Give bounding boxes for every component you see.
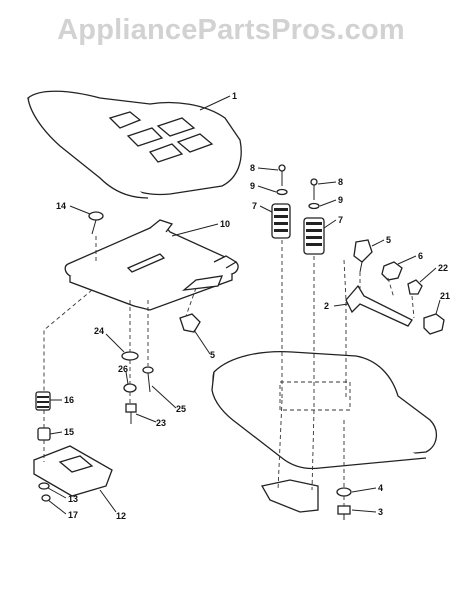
callout-5-top: 5 (386, 235, 391, 245)
callout-labels: 1 8 9 7 8 9 7 14 10 5 6 22 2 21 24 5 26 … (56, 91, 450, 521)
callout-8-left: 8 (250, 163, 255, 173)
washer-part-4 (336, 487, 352, 497)
callout-21: 21 (440, 291, 450, 301)
knob-part-21 (423, 313, 445, 335)
callout-7-right: 7 (338, 215, 343, 225)
leader-lines (47, 95, 441, 515)
spring-part-7-left (271, 203, 291, 239)
callout-13: 13 (68, 494, 78, 504)
callout-2: 2 (324, 301, 329, 311)
callout-6: 6 (418, 251, 423, 261)
nut-part-22 (407, 279, 423, 295)
callout-5-bottom: 5 (210, 350, 215, 360)
nut-part-26 (123, 383, 137, 393)
bolt-part-25 (142, 366, 154, 393)
callout-23: 23 (156, 418, 166, 428)
knob-part-5-top (353, 239, 373, 273)
knob-part-5-bottom (179, 313, 201, 333)
callout-8-right: 8 (338, 177, 343, 187)
spring-part-7-right (303, 217, 325, 255)
callout-12: 12 (116, 511, 126, 521)
bolt-part-23 (125, 403, 137, 424)
fender-frame (211, 350, 437, 513)
callout-22: 22 (438, 263, 448, 273)
callout-15: 15 (64, 427, 74, 437)
callout-3: 3 (378, 507, 383, 517)
site-watermark: AppliancePartsPros.com (57, 14, 405, 46)
plate-part-12 (33, 445, 113, 497)
callout-7-left: 7 (252, 201, 257, 211)
assembly-guide-lines (43, 236, 415, 506)
bolt-part-3 (337, 505, 351, 520)
washer-part-13 (38, 482, 50, 490)
callout-16: 16 (64, 395, 74, 405)
callout-9-right: 9 (338, 195, 343, 205)
bolts-and-washers-8-9 (276, 164, 320, 210)
callout-4: 4 (378, 483, 383, 493)
callout-10: 10 (220, 219, 230, 229)
nut-part-17 (41, 494, 51, 502)
bolt-part-14 (88, 211, 104, 235)
seat-part-1 (27, 90, 242, 199)
callout-26: 26 (118, 364, 128, 374)
callout-14: 14 (56, 201, 66, 211)
bracket-part-2 (345, 284, 413, 327)
callout-9-left: 9 (250, 181, 255, 191)
nut-part-6 (381, 261, 403, 281)
callout-1: 1 (232, 91, 237, 101)
callout-17: 17 (68, 510, 78, 520)
spring-part-16 (35, 391, 51, 411)
callout-25: 25 (176, 404, 186, 414)
spacer-part-15 (37, 427, 51, 441)
callout-24: 24 (94, 326, 104, 336)
seat-pan-part-10 (64, 219, 239, 311)
washer-part-24 (121, 351, 139, 361)
